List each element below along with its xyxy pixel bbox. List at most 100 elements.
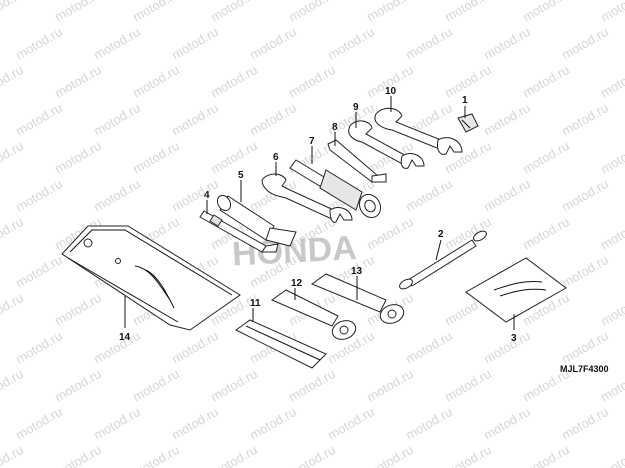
watermark-text: motod.ru bbox=[403, 328, 455, 367]
watermark-text: motod.ru bbox=[247, 24, 299, 63]
card-icon bbox=[465, 257, 567, 323]
callout-3: 3 bbox=[511, 333, 517, 344]
diagram-code: MJL7F4300 bbox=[560, 364, 609, 374]
watermark-text: motod.ru bbox=[13, 328, 65, 367]
watermark-text: motod.ru bbox=[52, 62, 104, 101]
watermark-text: motod.ru bbox=[442, 0, 494, 25]
watermark-text: motod.ru bbox=[559, 100, 611, 139]
watermark-text: motod.ru bbox=[169, 176, 221, 215]
watermark-text: motod.ru bbox=[130, 442, 182, 468]
watermark-text: motod.ru bbox=[130, 138, 182, 177]
watermark-text: motod.ru bbox=[13, 252, 65, 291]
leader-lines bbox=[124, 96, 515, 330]
callout-1: 1 bbox=[462, 95, 468, 106]
watermark-text: motod.ru bbox=[481, 176, 533, 215]
watermark-text: motod.ru bbox=[52, 366, 104, 405]
callout-6: 6 bbox=[273, 152, 279, 163]
watermark-text: motod.ru bbox=[169, 404, 221, 443]
watermark-text: motod.ru bbox=[598, 62, 625, 101]
watermark-text: motod.ru bbox=[52, 138, 104, 177]
spanner-icon bbox=[270, 289, 357, 340]
watermark-text: motod.ru bbox=[520, 0, 572, 25]
callout-14: 14 bbox=[119, 332, 131, 343]
watermark-text: motod.ru bbox=[0, 290, 26, 329]
watermark-text: motod.ru bbox=[442, 442, 494, 468]
callout-4: 4 bbox=[204, 190, 210, 201]
watermark-text: motod.ru bbox=[91, 176, 143, 215]
watermark-text: motod.ru bbox=[13, 176, 65, 215]
watermark-text: motod.ru bbox=[481, 24, 533, 63]
watermark-text: motod.ru bbox=[364, 366, 416, 405]
watermark-text: motod.ru bbox=[0, 62, 26, 101]
callout-7: 7 bbox=[309, 136, 315, 147]
watermark-text: motod.ru bbox=[364, 442, 416, 468]
watermark-text: motod.ru bbox=[0, 138, 26, 177]
watermark-text: motod.ru bbox=[13, 24, 65, 63]
watermark-text: motod.ru bbox=[208, 62, 260, 101]
watermark-text: motod.ru bbox=[91, 100, 143, 139]
watermark-text: motod.ru bbox=[0, 442, 26, 468]
watermark-text: motod.ru bbox=[208, 366, 260, 405]
watermark-text: motod.ru bbox=[91, 24, 143, 63]
wrench-icon bbox=[261, 173, 353, 223]
wrench-icon bbox=[374, 107, 463, 155]
handle-icon bbox=[235, 319, 327, 369]
watermark-text: motod.ru bbox=[442, 62, 494, 101]
callout-10: 10 bbox=[385, 86, 397, 97]
watermark-text: motod.ru bbox=[169, 100, 221, 139]
watermark-text: motod.ru bbox=[325, 24, 377, 63]
watermark-text: motod.ru bbox=[208, 442, 260, 468]
watermark-text: motod.ru bbox=[481, 328, 533, 367]
watermark-text: motod.ru bbox=[91, 328, 143, 367]
watermark-text: motod.ru bbox=[598, 0, 625, 25]
watermark-text: motod.ru bbox=[559, 24, 611, 63]
watermark-text: motod.ru bbox=[442, 366, 494, 405]
watermark-text: motod.ru bbox=[481, 100, 533, 139]
watermark-text: motod.ru bbox=[52, 290, 104, 329]
watermark-text: motod.ru bbox=[559, 176, 611, 215]
watermark-text: motod.ru bbox=[598, 290, 625, 329]
watermark-text: motod.ru bbox=[520, 214, 572, 253]
watermark-text: motod.ru bbox=[559, 404, 611, 443]
callout-5: 5 bbox=[238, 170, 244, 181]
watermark-text: motod.ru bbox=[52, 442, 104, 468]
watermark-text: motod.ru bbox=[247, 404, 299, 443]
watermark-text: motod.ru bbox=[52, 0, 104, 25]
watermark-text: motod.ru bbox=[208, 0, 260, 25]
watermark-text: motod.ru bbox=[91, 404, 143, 443]
watermark-text: motod.ru bbox=[403, 24, 455, 63]
watermark-text: motod.ru bbox=[286, 62, 338, 101]
watermark-text: motod.ru bbox=[520, 442, 572, 468]
watermark-text: motod.ru bbox=[325, 404, 377, 443]
watermark-text: motod.ru bbox=[169, 24, 221, 63]
watermark-text: motod.ru bbox=[0, 366, 26, 405]
callout-2: 2 bbox=[438, 229, 444, 240]
watermark-text: motod.ru bbox=[247, 100, 299, 139]
watermark-text: motod.ru bbox=[13, 100, 65, 139]
socket-icon bbox=[216, 194, 297, 247]
callout-11: 11 bbox=[250, 298, 261, 309]
watermark-text: motod.ru bbox=[286, 0, 338, 25]
watermark-text: motod.ru bbox=[130, 0, 182, 25]
watermark-text: motod.ru bbox=[130, 366, 182, 405]
wrench-icon bbox=[348, 120, 425, 169]
watermark-text: motod.ru bbox=[559, 328, 611, 367]
watermark-text: motod.ru bbox=[286, 366, 338, 405]
watermark-text: motod.ru bbox=[520, 62, 572, 101]
clip-icon bbox=[457, 113, 479, 133]
watermark-text: motod.ru bbox=[0, 214, 26, 253]
spanner-icon bbox=[310, 273, 405, 324]
watermark-text: motod.ru bbox=[13, 404, 65, 443]
watermark-text: motod.ru bbox=[598, 214, 625, 253]
cable-icon bbox=[399, 230, 487, 290]
watermark-text: motod.ru bbox=[559, 252, 611, 291]
callout-12: 12 bbox=[291, 278, 303, 289]
hex-key-icon bbox=[327, 139, 387, 183]
screwdriver-icon bbox=[199, 210, 279, 253]
watermark-text: motod.ru bbox=[598, 138, 625, 177]
callout-9: 9 bbox=[353, 102, 359, 113]
watermark-text: motod.ru bbox=[598, 442, 625, 468]
watermark-text: motod.ru bbox=[403, 176, 455, 215]
watermark-text: motod.ru bbox=[208, 138, 260, 177]
